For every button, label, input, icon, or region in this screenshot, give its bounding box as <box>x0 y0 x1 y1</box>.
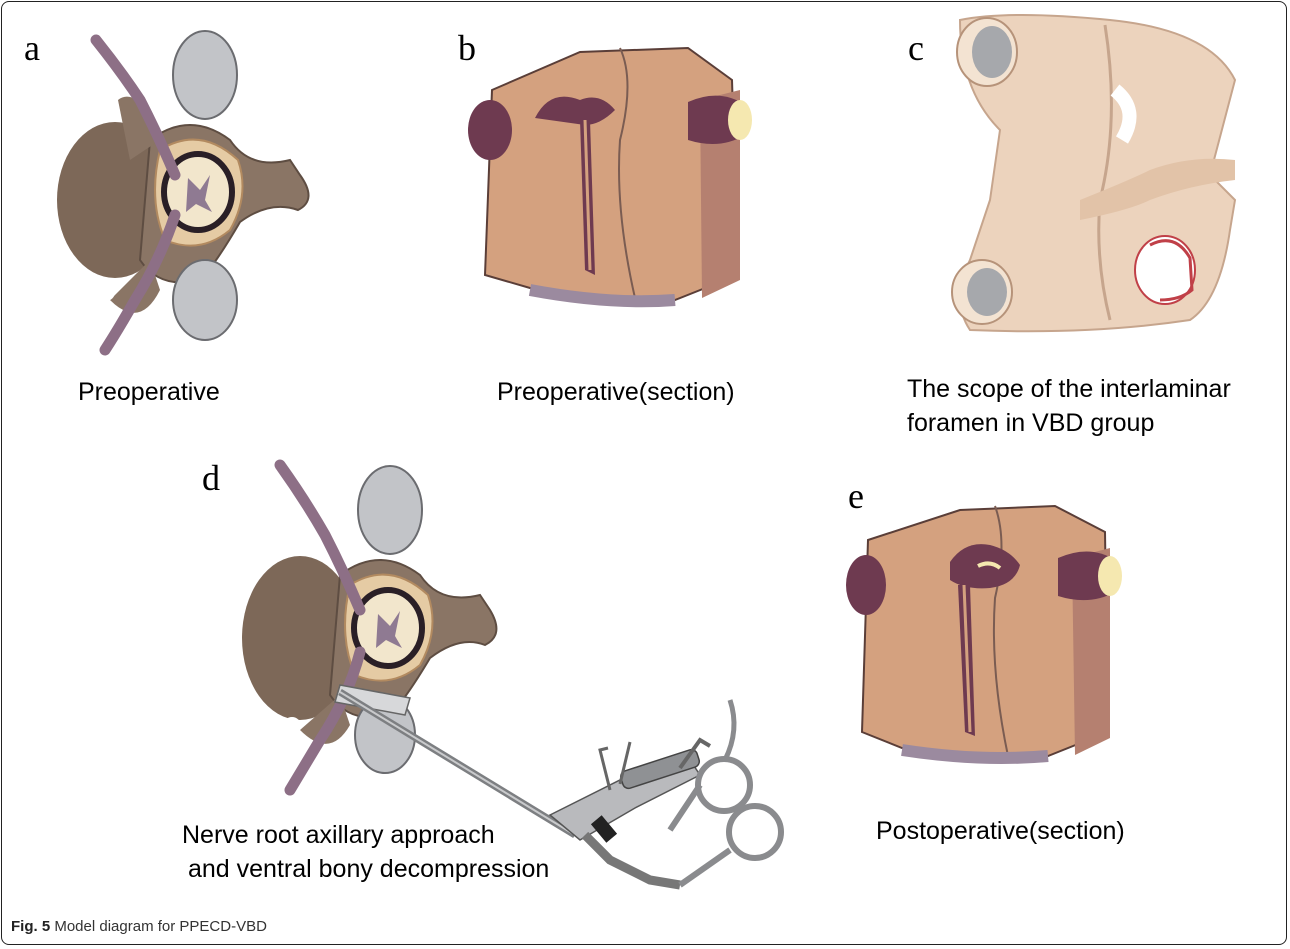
panel-d: d Nerve root axillary approach and ventr… <box>180 430 940 910</box>
panel-e-caption: Postoperative(section) <box>876 814 1125 848</box>
panel-a-caption: Preoperative <box>78 375 220 409</box>
panel-b-caption: Preoperative(section) <box>497 375 735 409</box>
figure-caption-label: Fig. 5 <box>11 918 50 935</box>
panel-a: a Preoperative <box>0 0 340 360</box>
panel-c-caption-line1: The scope of the interlaminar <box>907 372 1231 406</box>
interlaminar-foramen-illustration <box>890 0 1280 360</box>
panel-d-caption-line2: and ventral bony decompression <box>188 852 549 886</box>
postoperative-section-illustration <box>840 470 1180 850</box>
panel-b: b Preoperative(section) <box>440 0 800 360</box>
panel-c: c The scope of the interlaminar foramen … <box>890 0 1280 360</box>
panel-d-caption-line1: Nerve root axillary approach <box>182 818 495 852</box>
vertebra-top-view-illustration <box>0 0 340 360</box>
figure-caption: Fig. 5 Model diagram for PPECD-VBD <box>11 918 267 935</box>
figure-caption-text: Model diagram for PPECD-VBD <box>54 918 267 935</box>
preoperative-section-illustration <box>440 0 800 360</box>
panel-c-caption-line2: foramen in VBD group <box>907 406 1154 440</box>
panel-e: e Postoperative(section) <box>840 470 1180 850</box>
